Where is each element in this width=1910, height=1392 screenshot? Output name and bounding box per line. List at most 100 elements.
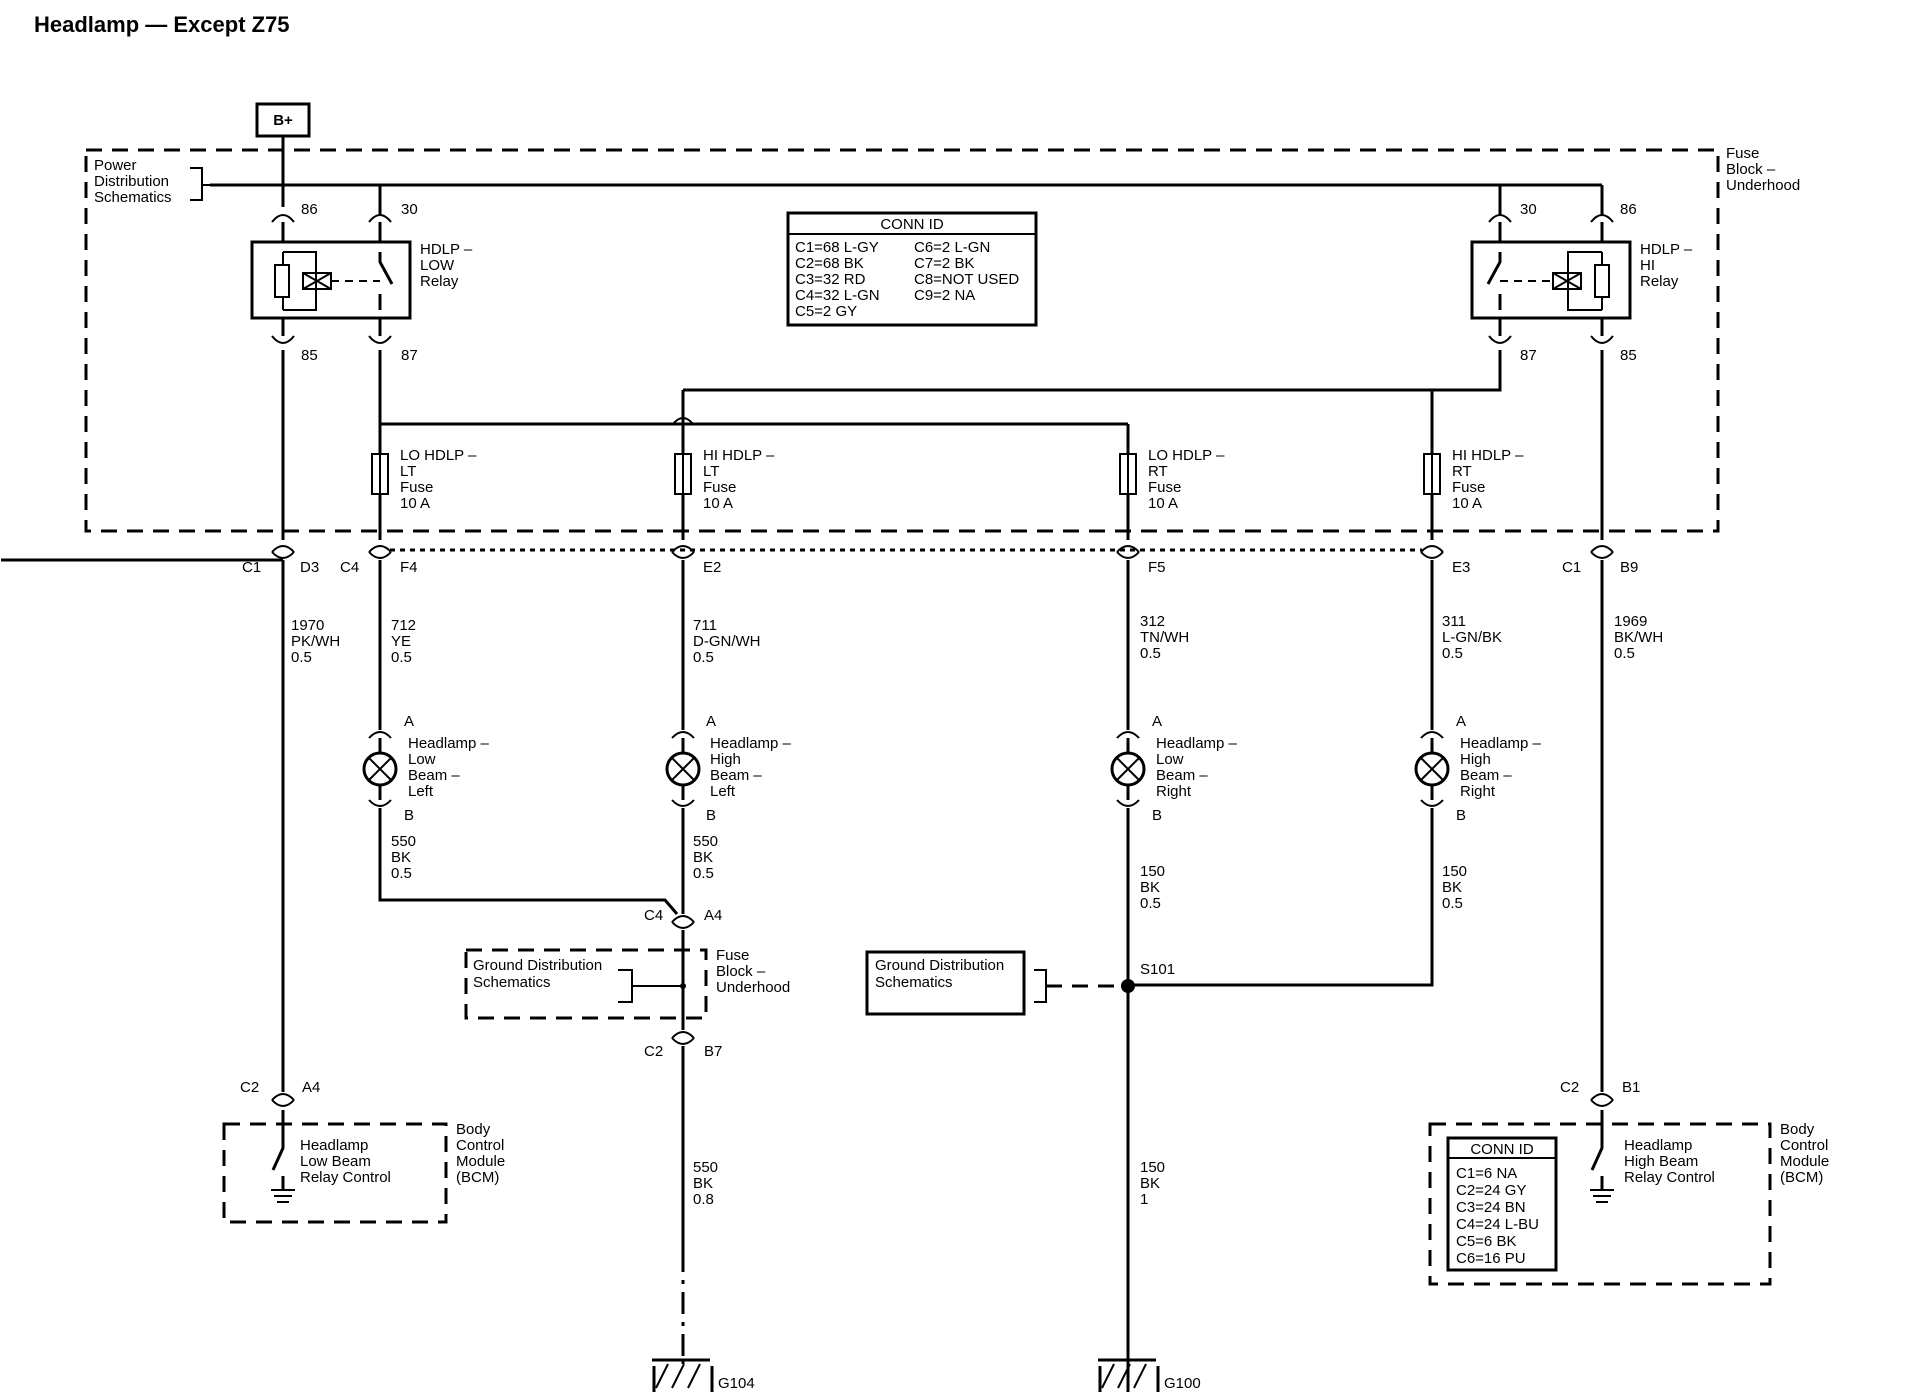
svg-text:RT: RT xyxy=(1148,463,1168,480)
headlamp-low-right-bulb-icon xyxy=(1110,738,1146,800)
svg-text:1970: 1970 xyxy=(291,617,324,634)
svg-text:Body: Body xyxy=(1780,1121,1815,1138)
low-relay-pin-30: 30 xyxy=(401,201,418,218)
svg-text:C9=2 NA: C9=2 NA xyxy=(914,287,975,304)
svg-text:10 A: 10 A xyxy=(1452,495,1482,512)
fuse-hi-hdlp-rt xyxy=(1423,453,1441,495)
svg-text:L-GN/BK: L-GN/BK xyxy=(1442,629,1502,646)
pin-a4: A4 xyxy=(704,907,722,924)
bcm-left-pin-a4: A4 xyxy=(302,1079,320,1096)
wire-150-b: 150 BK 0.5 xyxy=(1442,863,1467,912)
low-relay-pin-86: 86 xyxy=(301,201,318,218)
svg-text:312: 312 xyxy=(1140,613,1165,630)
svg-text:C3=32 RD: C3=32 RD xyxy=(795,271,866,288)
svg-text:LT: LT xyxy=(703,463,719,480)
svg-text:Fuse: Fuse xyxy=(703,479,736,496)
svg-text:B: B xyxy=(706,807,716,824)
svg-text:D-GN/WH: D-GN/WH xyxy=(693,633,761,650)
svg-text:Block –: Block – xyxy=(1726,161,1776,178)
svg-text:A: A xyxy=(404,713,414,730)
svg-text:Relay: Relay xyxy=(1640,273,1679,290)
bcm-left-module-label: Body Control Module (BCM) xyxy=(456,1121,505,1186)
svg-text:B: B xyxy=(404,807,414,824)
conn-c1-left: C1 xyxy=(242,559,261,576)
ground-dist-left-bracket xyxy=(618,969,683,1003)
lamp-connectors xyxy=(368,731,1444,807)
svg-text:Ground Distribution: Ground Distribution xyxy=(875,957,1004,974)
hi-relay-label: HDLP – HI Relay xyxy=(1640,241,1693,290)
low-relay-label: HDLP – LOW Relay xyxy=(420,241,473,290)
svg-text:Headlamp –: Headlamp – xyxy=(1460,735,1542,752)
svg-text:Left: Left xyxy=(408,783,434,800)
wire-550-b: 550 BK 0.5 xyxy=(693,833,718,882)
conn-c4: C4 xyxy=(340,559,359,576)
ground-distribution-box-right xyxy=(865,950,1026,1016)
svg-text:C1=6 NA: C1=6 NA xyxy=(1456,1165,1517,1182)
svg-text:LOW: LOW xyxy=(420,257,455,274)
svg-text:Ground Distribution: Ground Distribution xyxy=(473,957,602,974)
svg-text:Block –: Block – xyxy=(716,963,766,980)
fuse-block-underhood-label-2: Fuse Block – Underhood xyxy=(716,947,790,996)
low-relay-pin-87: 87 xyxy=(401,347,418,364)
lamp-labels: Headlamp – Low Beam – Left Headlamp – Hi… xyxy=(408,735,1542,800)
pin-b7: B7 xyxy=(704,1043,722,1060)
wire-1970: 1970 PK/WH 0.5 xyxy=(291,617,340,666)
bcm-right-switch-icon xyxy=(1590,1110,1614,1203)
low-relay-pin-85: 85 xyxy=(301,347,318,364)
bcm-right-conn-c2: C2 xyxy=(1560,1079,1579,1096)
svg-text:HDLP –: HDLP – xyxy=(420,241,473,258)
bcm-left-label: Headlamp Low Beam Relay Control xyxy=(300,1137,391,1186)
svg-text:BK: BK xyxy=(1140,1175,1160,1192)
pin-e2: E2 xyxy=(703,559,721,576)
svg-text:150: 150 xyxy=(1140,1159,1165,1176)
svg-text:A: A xyxy=(706,713,716,730)
svg-text:CONN ID: CONN ID xyxy=(1470,1141,1534,1158)
svg-text:10 A: 10 A xyxy=(703,495,733,512)
svg-text:C6=2 L-GN: C6=2 L-GN xyxy=(914,239,990,256)
ground-g104-label: G104 xyxy=(718,1375,755,1392)
conn-id-table-bcm: CONN ID C1=6 NA C2=24 GY C3=24 BN C4=24 … xyxy=(1446,1136,1558,1272)
bcm-right-outline xyxy=(1428,1122,1772,1286)
svg-text:550: 550 xyxy=(693,833,718,850)
svg-text:Beam –: Beam – xyxy=(408,767,460,784)
svg-text:Control: Control xyxy=(1780,1137,1828,1154)
ground-g100-icon xyxy=(1098,1358,1160,1392)
svg-text:711: 711 xyxy=(693,617,717,634)
headlamp-high-right-bulb-icon xyxy=(1414,738,1450,800)
svg-text:CONN ID: CONN ID xyxy=(880,216,944,233)
svg-text:A: A xyxy=(1152,713,1162,730)
svg-text:Control: Control xyxy=(456,1137,504,1154)
svg-text:Headlamp: Headlamp xyxy=(300,1137,368,1154)
fuse-block-label: Fuse Block – Underhood xyxy=(1726,145,1800,194)
svg-text:C4=24 L-BU: C4=24 L-BU xyxy=(1456,1216,1539,1233)
svg-text:0.5: 0.5 xyxy=(291,649,312,666)
lamp-pin-labels: A A A A B B B B xyxy=(404,713,1466,824)
svg-text:150: 150 xyxy=(1140,863,1165,880)
svg-text:0.5: 0.5 xyxy=(1614,645,1635,662)
svg-text:Distribution: Distribution xyxy=(94,173,169,190)
svg-text:HI HDLP –: HI HDLP – xyxy=(1452,447,1524,464)
svg-text:B: B xyxy=(1152,807,1162,824)
svg-text:0.5: 0.5 xyxy=(391,649,412,666)
svg-text:RT: RT xyxy=(1452,463,1472,480)
fuse-labels: LO HDLP – LT Fuse 10 A HI HDLP – LT Fuse… xyxy=(400,447,1524,512)
svg-text:High: High xyxy=(1460,751,1491,768)
svg-text:0.5: 0.5 xyxy=(693,865,714,882)
hi-relay-pin-86: 86 xyxy=(1620,201,1637,218)
svg-text:0.5: 0.5 xyxy=(1442,645,1463,662)
svg-text:(BCM): (BCM) xyxy=(456,1169,499,1186)
wire-550-a: 550 BK 0.5 xyxy=(391,833,416,882)
svg-text:Underhood: Underhood xyxy=(716,979,790,996)
pin-f4: F4 xyxy=(400,559,418,576)
headlamp-low-left-bulb-icon xyxy=(362,738,398,800)
svg-text:Low: Low xyxy=(1156,751,1184,768)
fuse-hi-hdlp-lt xyxy=(674,453,692,495)
hdlp-hi-relay xyxy=(1470,214,1632,344)
svg-text:Underhood: Underhood xyxy=(1726,177,1800,194)
svg-text:High Beam: High Beam xyxy=(1624,1153,1698,1170)
svg-text:BK: BK xyxy=(1442,879,1462,896)
fuse-lo-hdlp-rt xyxy=(1119,453,1137,495)
svg-text:Relay: Relay xyxy=(420,273,459,290)
svg-text:Relay Control: Relay Control xyxy=(1624,1169,1715,1186)
